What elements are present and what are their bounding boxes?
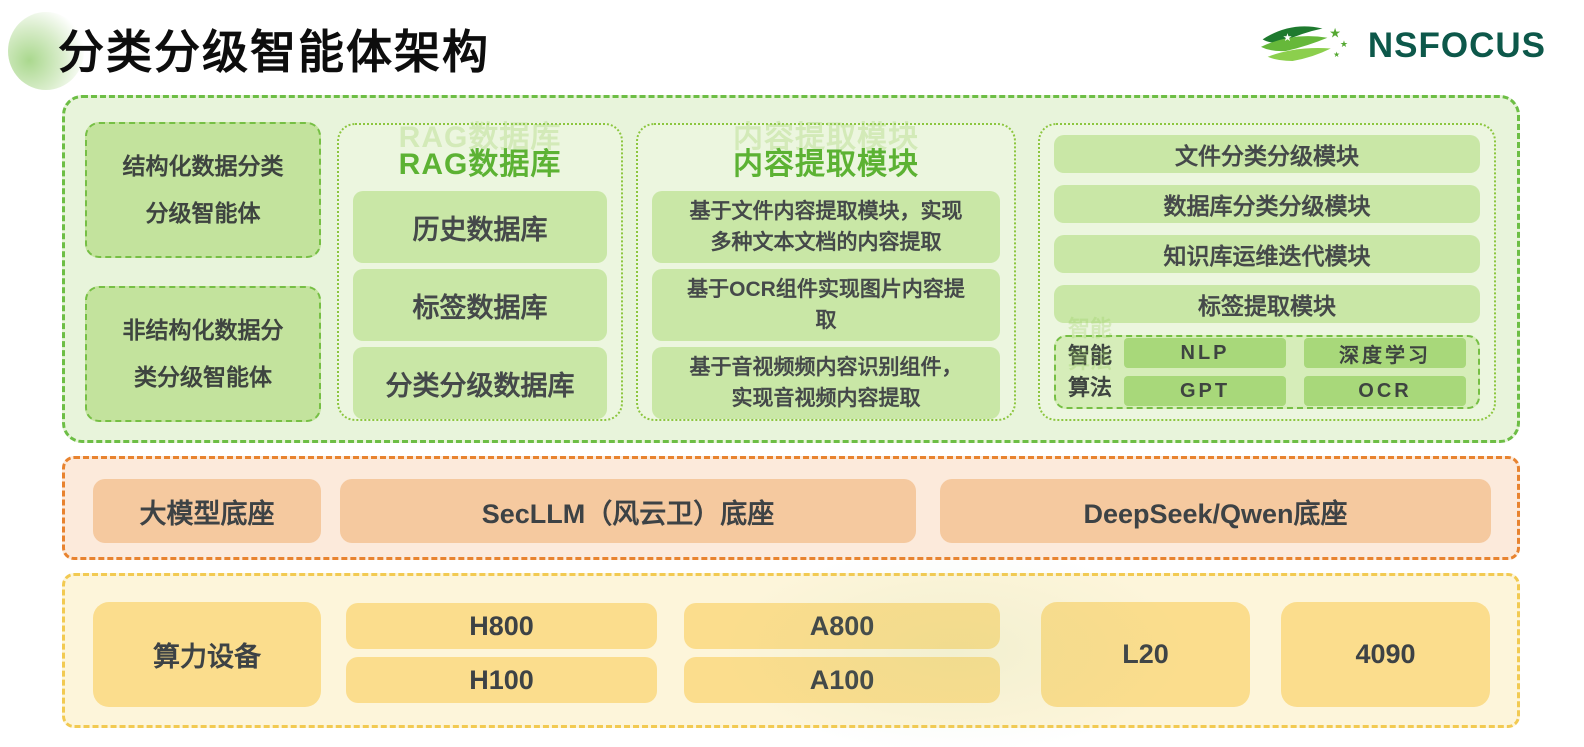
page-title: 分类分级智能体架构 <box>58 26 490 78</box>
smart-algorithms-grid: NLP 深度学习 GPT OCR <box>1124 338 1466 406</box>
agent-box-structured: 结构化数据分类 分级智能体 <box>85 122 321 258</box>
model-box-secllm: SecLLM（风云卫）底座 <box>340 479 916 543</box>
extraction-panel-title: 内容提取模块 <box>733 148 919 181</box>
nsfocus-logo: ★ ★ ★ ★ NSFOCUS <box>1256 18 1546 74</box>
module-bar-knowledge: 知识库运维迭代模块 <box>1054 235 1480 273</box>
model-box-deepseek-qwen: DeepSeek/Qwen底座 <box>940 479 1491 543</box>
model-base-layer: 大模型底座 SecLLM（风云卫）底座 DeepSeek/Qwen底座 <box>62 456 1520 560</box>
svg-text:★: ★ <box>1329 26 1341 41</box>
extraction-item-av: 基于音视频频内容识别组件， 实现音视频内容提取 <box>652 347 1000 419</box>
nsfocus-flag-icon: ★ ★ ★ ★ <box>1260 26 1348 61</box>
module-bar-database: 数据库分类分级模块 <box>1054 185 1480 223</box>
rag-item-history: 历史数据库 <box>353 191 607 263</box>
module-bar-file: 文件分类分级模块 <box>1054 135 1480 173</box>
modules-panel: 文件分类分级模块 数据库分类分级模块 知识库运维迭代模块 标签提取模块 智能 算… <box>1038 123 1496 421</box>
rag-item-stack: 历史数据库 标签数据库 分类分级数据库 <box>353 191 607 419</box>
gpu-box-a800: A800 <box>684 603 1000 649</box>
gpu-box-h800: H800 <box>346 603 657 649</box>
svg-text:★: ★ <box>1282 32 1292 44</box>
rag-item-label: 标签数据库 <box>353 269 607 341</box>
smart-algorithms-box: 智能 算法 NLP 深度学习 GPT OCR <box>1054 335 1480 409</box>
extraction-item-ocr: 基于OCR组件实现图片内容提 取 <box>652 269 1000 341</box>
content-extraction-panel: 内容提取模块 基于文件内容提取模块，实现 多种文本文档的内容提取 基于OCR组件… <box>636 123 1016 421</box>
model-box-llm-base: 大模型底座 <box>93 479 321 543</box>
gpu-box-a100: A100 <box>684 657 1000 703</box>
agents-column: 结构化数据分类 分级智能体 非结构化数据分 类分级智能体 <box>85 122 321 422</box>
rag-item-classification: 分类分级数据库 <box>353 347 607 419</box>
rag-panel-title: RAG数据库 <box>398 148 562 181</box>
gpu-box-4090: 4090 <box>1281 602 1490 707</box>
rag-database-panel: RAG数据库 历史数据库 标签数据库 分类分级数据库 <box>337 123 623 421</box>
algo-item-nlp: NLP <box>1124 338 1286 368</box>
svg-text:★: ★ <box>1340 39 1348 49</box>
nsfocus-logo-text: NSFOCUS <box>1367 26 1546 65</box>
agent-layer-container: 结构化数据分类 分级智能体 非结构化数据分 类分级智能体 RAG数据库 历史数据… <box>62 95 1520 443</box>
svg-text:★: ★ <box>1333 50 1340 59</box>
gpu-box-l20: L20 <box>1041 602 1250 707</box>
algo-item-ocr: OCR <box>1304 376 1466 406</box>
module-bar-tag: 标签提取模块 <box>1054 285 1480 323</box>
gpu-box-h100: H100 <box>346 657 657 703</box>
algo-item-gpt: GPT <box>1124 376 1286 406</box>
compute-layer: 算力设备 H800 H100 A800 A100 L20 4090 <box>62 573 1520 728</box>
extraction-item-file: 基于文件内容提取模块，实现 多种文本文档的内容提取 <box>652 191 1000 263</box>
compute-devices-label: 算力设备 <box>93 602 321 707</box>
extraction-item-stack: 基于文件内容提取模块，实现 多种文本文档的内容提取 基于OCR组件实现图片内容提… <box>652 191 1000 419</box>
smart-algorithms-label: 智能 算法 <box>1068 343 1113 400</box>
agent-box-unstructured: 非结构化数据分 类分级智能体 <box>85 286 321 422</box>
algo-item-deep-learning: 深度学习 <box>1304 338 1466 368</box>
title-bullet-decoration <box>8 12 84 90</box>
